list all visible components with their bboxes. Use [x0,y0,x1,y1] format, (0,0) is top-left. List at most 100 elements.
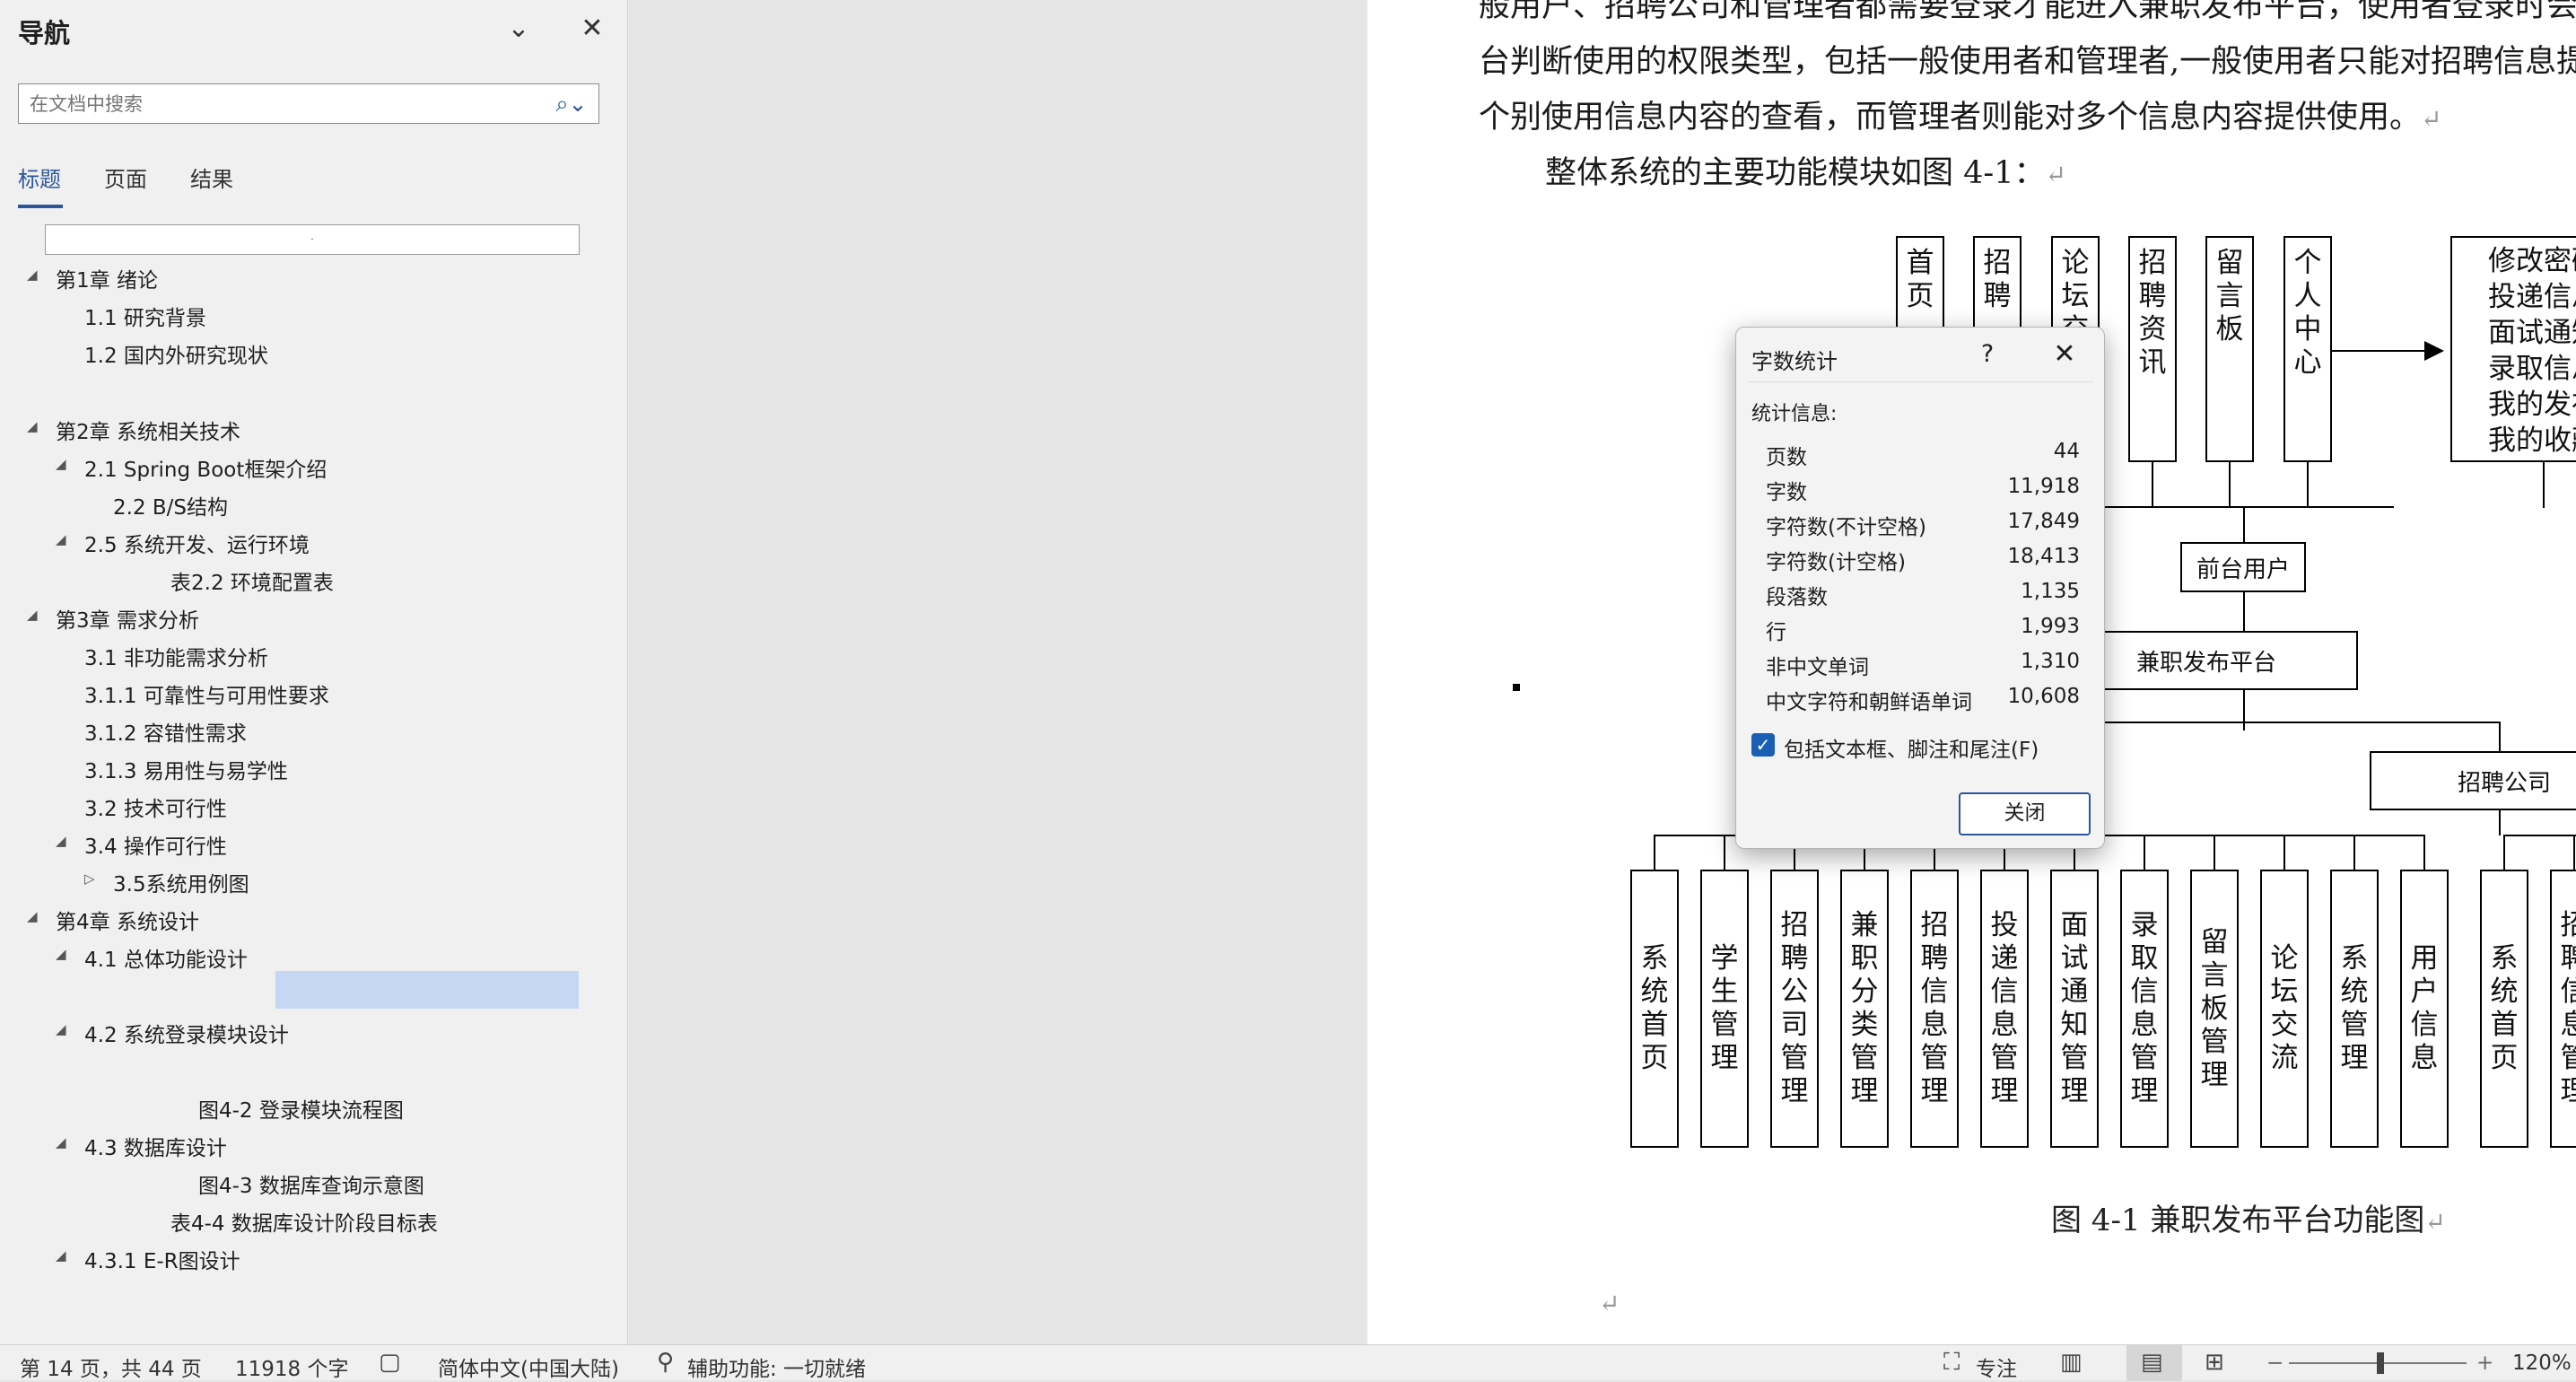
zoom-in-button[interactable]: + [2476,1351,2494,1375]
collapse-triangle-icon[interactable]: ◢ [27,267,38,283]
nav-title: 导航 [18,18,71,48]
nav-heading-item[interactable]: 第1章 绪论 [56,269,158,293]
connector-line [2499,722,2501,753]
nav-heading-item[interactable]: 3.5系统用例图 [113,873,249,897]
nav-heading-item[interactable]: 2.1 Spring Boot框架介绍 [84,459,327,482]
stat-value: 44 [2053,440,2080,463]
zoom-out-button[interactable]: − [2266,1351,2284,1375]
nav-search-box[interactable]: ⌕⌄ [18,83,599,124]
document-area[interactable]: 般用户、招聘公司和管理者都需要登录才能进入兼职发布平台，使用者登录时会在后 台判… [629,0,2576,1344]
stat-row: 字符数(不计空格)17,849 [1766,510,2080,540]
nav-heading-item[interactable]: 第4章 系统设计 [56,911,199,934]
collapse-triangle-icon[interactable]: ◢ [56,1021,66,1037]
expand-triangle-icon[interactable]: ▷ [84,870,95,887]
nav-heading-item[interactable]: 表4-4 数据库设计阶段目标表 [170,1212,438,1236]
help-icon[interactable]: ? [1980,340,1995,368]
read-mode-icon[interactable]: ▥ [2060,1349,2083,1376]
nav-heading-item[interactable]: 3.4 操作可行性 [84,835,227,859]
collapse-triangle-icon[interactable]: ◢ [27,908,38,924]
module-label: 招 聘 资 讯 [2138,247,2167,379]
include-textboxes-checkbox[interactable]: ✓ [1751,733,1775,757]
front-user-box: 前台用户 [2180,542,2306,592]
nav-heading-item[interactable]: 1.2 国内外研究现状 [84,345,268,368]
tab-results[interactable]: 结果 [190,167,233,192]
nav-heading-item[interactable]: 4.2 系统登录模块设计 [84,1024,289,1047]
connector-line [2004,835,2005,870]
heading-placeholder[interactable]: · [45,224,580,255]
nav-heading-item[interactable]: 图4-3 数据库查询示意图 [198,1175,424,1198]
include-textboxes-label[interactable]: 包括文本框、脚注和尾注(F) [1784,739,2039,762]
paragraph-line[interactable]: 个别使用信息内容的查看，而管理者则能对多个信息内容提供使用。↵ [1479,100,2442,136]
module-label: 投 递 信 息 管 理 [1990,909,2019,1107]
nav-heading-item[interactable]: 表2.2 环境配置表 [170,572,334,595]
module-label: 招 聘 公 司 管 理 [1780,909,1809,1107]
collapse-triangle-icon[interactable]: ◢ [56,833,66,849]
paragraph-line[interactable]: 整体系统的主要功能模块如图 4-1：↵ [1545,155,2066,191]
nav-heading-item[interactable]: 3.1.3 易用性与易学性 [84,760,288,783]
search-input[interactable] [30,84,559,123]
print-layout-view[interactable] [2126,1345,2182,1381]
nav-heading-item[interactable]: 3.1 非功能需求分析 [84,647,268,670]
paragraph-line[interactable]: 台判断使用的权限类型，包括一般使用者和管理者,一般使用者只能对招聘信息提供查阅和 [1479,44,2576,80]
nav-heading-item[interactable]: 4.3 数据库设计 [84,1137,227,1160]
collapse-triangle-icon[interactable]: ◢ [56,1247,66,1264]
connector-line [1919,506,2394,508]
collapse-triangle-icon[interactable]: ◢ [56,1134,66,1150]
language[interactable]: 简体中文(中国大陆) [438,1358,619,1381]
nav-heading-item[interactable]: 2.2 B/S结构 [113,496,229,520]
word-count[interactable]: 11918 个字 [235,1358,349,1381]
admin-module-box: 论 坛 交 流 [2260,870,2309,1148]
connector-line [2307,462,2309,508]
figure-caption[interactable]: 图 4-1 兼职发布平台功能图↵ [2051,1203,2446,1238]
collapse-triangle-icon[interactable]: ◢ [27,418,38,434]
zoom-level[interactable]: 120% [2512,1351,2572,1375]
close-icon[interactable]: ✕ [581,13,604,44]
web-layout-icon[interactable]: ⊞ [2205,1349,2224,1376]
collapse-triangle-icon[interactable]: ◢ [27,607,38,623]
admin-module-box: 招 聘 信 息 管 理 [1910,870,1959,1148]
nav-heading-item[interactable]: 1.1 研究背景 [84,307,206,330]
document-page[interactable]: 般用户、招聘公司和管理者都需要登录才能进入兼职发布平台，使用者登录时会在后 台判… [1367,0,2576,1344]
nav-heading-item[interactable]: 4.1 总体功能设计 [84,949,248,972]
nav-heading-item[interactable]: 第2章 系统相关技术 [56,421,240,444]
zoom-slider-thumb[interactable] [2377,1352,2384,1374]
tab-headings[interactable]: 标题 [18,167,61,192]
nav-heading-item[interactable]: 4.3.1 E-R图设计 [84,1250,240,1273]
connector-line [1940,722,2500,723]
admin-module-box: 招 聘 公 司 管 理 [1770,870,1819,1148]
stat-value: 1,993 [2021,615,2080,638]
print-layout-icon: ▤ [2141,1349,2163,1376]
stat-label: 行 [1766,621,1786,644]
module-label: 留 言 板 管 理 [2200,925,2229,1091]
function-diagram[interactable]: 首 页招 聘论 坛 交 流招 聘 资 讯留 言 板个 人 中 心修改密码投递信息… [1367,0,2576,1344]
close-button[interactable]: 关闭 [1959,792,2091,835]
stat-value: 17,849 [2007,510,2080,533]
nav-heading-item[interactable]: 3.1.2 容错性需求 [84,722,247,746]
connector-line [2074,835,2075,870]
stat-value: 18,413 [2007,545,2080,568]
collapse-triangle-icon[interactable]: ◢ [56,946,66,962]
chevron-down-icon[interactable]: ⌄ [507,13,530,44]
proofing-icon[interactable]: ▢ [379,1349,401,1376]
page-indicator[interactable]: 第 14 页，共 44 页 [20,1358,202,1381]
stat-label: 字符数(计空格) [1766,551,1906,574]
selected-heading-highlight[interactable] [275,971,579,1009]
accessibility-status[interactable]: 辅助功能: 一切就绪 [687,1358,867,1381]
nav-heading-item[interactable]: 图4-2 登录模块流程图 [198,1099,404,1123]
accessibility-icon[interactable]: ⚲ [657,1349,675,1376]
nav-heading-item[interactable]: 第3章 需求分析 [56,609,199,633]
focus-icon[interactable]: ⛶ [1943,1349,1960,1376]
tab-pages[interactable]: 页面 [104,167,147,192]
search-icon[interactable]: ⌕⌄ [555,91,588,117]
nav-heading-item[interactable]: 2.5 系统开发、运行环境 [84,534,310,557]
paragraph-line[interactable]: 般用户、招聘公司和管理者都需要登录才能进入兼职发布平台，使用者登录时会在后 [1479,0,2576,24]
collapse-triangle-icon[interactable]: ◢ [56,456,66,472]
collapse-triangle-icon[interactable]: ◢ [56,531,66,547]
focus-mode[interactable]: 专注 [1976,1358,2017,1381]
nav-heading-item[interactable]: 3.1.1 可靠性与可用性要求 [84,685,329,708]
nav-heading-item[interactable]: 3.2 技术可行性 [84,798,227,821]
paragraph-mark: ↵ [2421,104,2442,134]
close-icon[interactable]: ✕ [2053,338,2076,370]
